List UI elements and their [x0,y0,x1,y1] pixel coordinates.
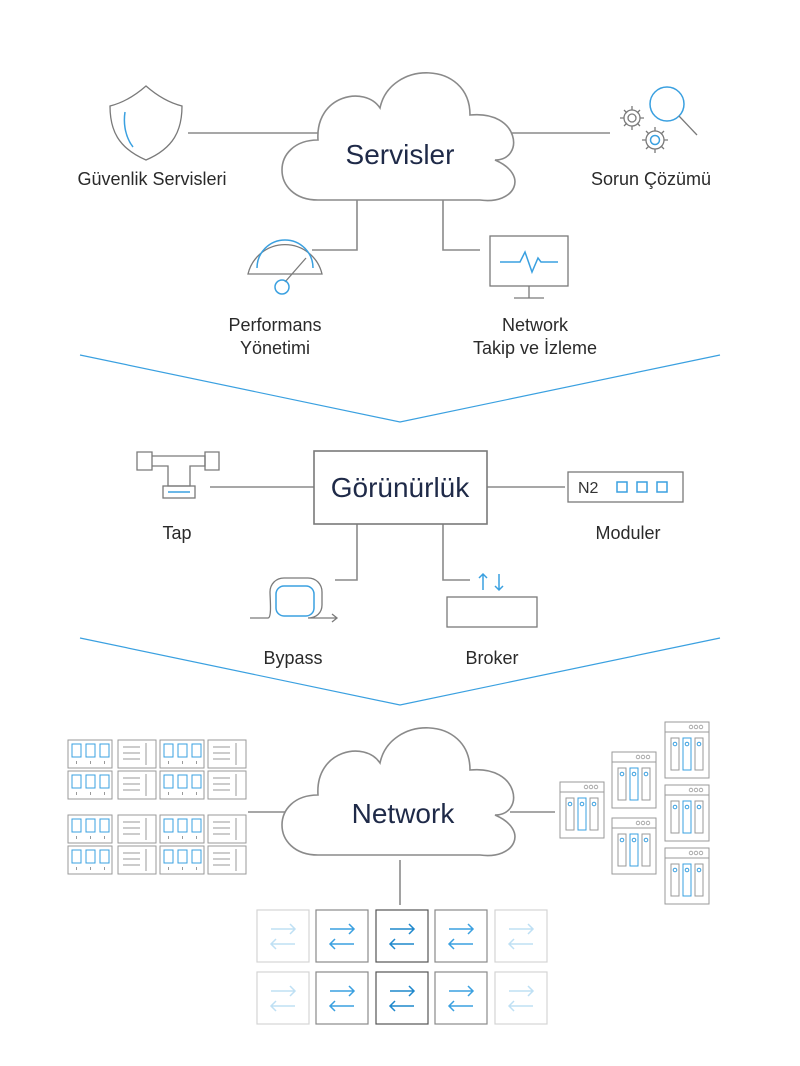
arrow-right-icon [449,985,475,997]
storage-unit [664,847,710,905]
arrow-left-icon [447,1000,473,1012]
tap-label: Tap [162,523,191,543]
arrow-right-icon [330,923,356,935]
arrow-left-icon [328,1000,354,1012]
storage-unit [664,784,710,842]
arrow-left-icon [388,938,414,950]
services-title: Servisler [346,139,455,170]
modular-badge: N2 [578,480,599,497]
modular-chassis-icon: N2 [567,471,684,503]
server-rack-unit [207,845,247,875]
network-title: Network [352,798,456,829]
services-section: Servisler Güvenlik Servisleri Sorun Çözü… [77,72,711,358]
storage-unit [664,721,710,779]
modular-label: Moduler [595,523,660,543]
arrow-left-icon [269,938,295,950]
security-services-label: Güvenlik Servisleri [77,169,226,189]
arrow-left-icon [447,938,473,950]
gauge-icon [247,239,323,295]
network-switch [375,971,429,1025]
network-switch [375,909,429,963]
server-rack-unit [159,770,205,800]
server-rack-unit [207,770,247,800]
troubleshooting-label: Sorun Çözümü [591,169,711,189]
server-rack-unit [67,739,113,769]
network-switch [494,909,548,963]
network-cloud [281,727,516,857]
tap-icon [136,451,220,499]
arrow-left-icon [507,938,533,950]
server-rack-unit [159,739,205,769]
arrow-right-icon [330,985,356,997]
network-switch [256,971,310,1025]
services-cloud [281,72,516,202]
bypass-icon [250,577,339,623]
network-section: Network [67,721,710,1025]
switch-grid [256,909,548,1025]
broker-label: Broker [465,648,518,668]
arrow-right-icon [509,985,535,997]
server-rack-unit [117,814,157,844]
server-rack-unit [207,814,247,844]
server-rack-unit [67,845,113,875]
visibility-box [313,450,488,525]
arrow-right-icon [449,923,475,935]
arrow-right-icon [509,923,535,935]
performance-label-line1: Performans [228,315,321,335]
arrow-left-icon [269,1000,295,1012]
server-rack-cluster [67,739,247,875]
arrow-left-icon [328,938,354,950]
server-rack-unit [207,739,247,769]
server-rack-unit [117,770,157,800]
visibility-section: Görünürlük Tap N2 Moduler Bypass [136,450,684,668]
module-slot-1 [616,481,628,493]
visibility-title: Görünürlük [331,472,471,503]
network-switch [315,971,369,1025]
arrow-right-icon [271,985,297,997]
monitoring-label-line1: Network [502,315,569,335]
connector-performance [312,200,358,251]
connector-monitoring [442,200,480,251]
network-switch [315,909,369,963]
monitoring-label-line2: Takip ve İzleme [473,338,597,358]
server-rack-unit [159,814,205,844]
storage-unit-cluster [559,721,710,905]
monitor-icon [489,235,569,299]
connector-broker [442,524,470,581]
network-switch [434,971,488,1025]
separator-chevron-top [79,354,721,423]
server-rack-unit [159,845,205,875]
performance-label-line2: Yönetimi [240,338,310,358]
shield-icon [109,85,183,161]
server-rack-unit [67,814,113,844]
module-slot-2 [636,481,648,493]
network-switch [256,909,310,963]
storage-unit [611,817,657,875]
storage-unit [559,781,605,839]
connector-bypass [335,524,358,581]
troubleshooting-gears-magnifier-icon [620,86,698,153]
arrow-left-icon [388,1000,414,1012]
server-rack-unit [117,739,157,769]
arrow-right-icon [390,985,416,997]
network-switch [494,971,548,1025]
bypass-label: Bypass [263,648,322,668]
network-switch [434,909,488,963]
server-rack-unit [67,770,113,800]
arrow-right-icon [390,923,416,935]
server-rack-unit [117,845,157,875]
module-slot-3 [656,481,668,493]
arrow-right-icon [271,923,297,935]
broker-icon [446,572,538,628]
separator-chevron-bottom [79,637,721,706]
arrow-left-icon [507,1000,533,1012]
storage-unit [611,751,657,809]
